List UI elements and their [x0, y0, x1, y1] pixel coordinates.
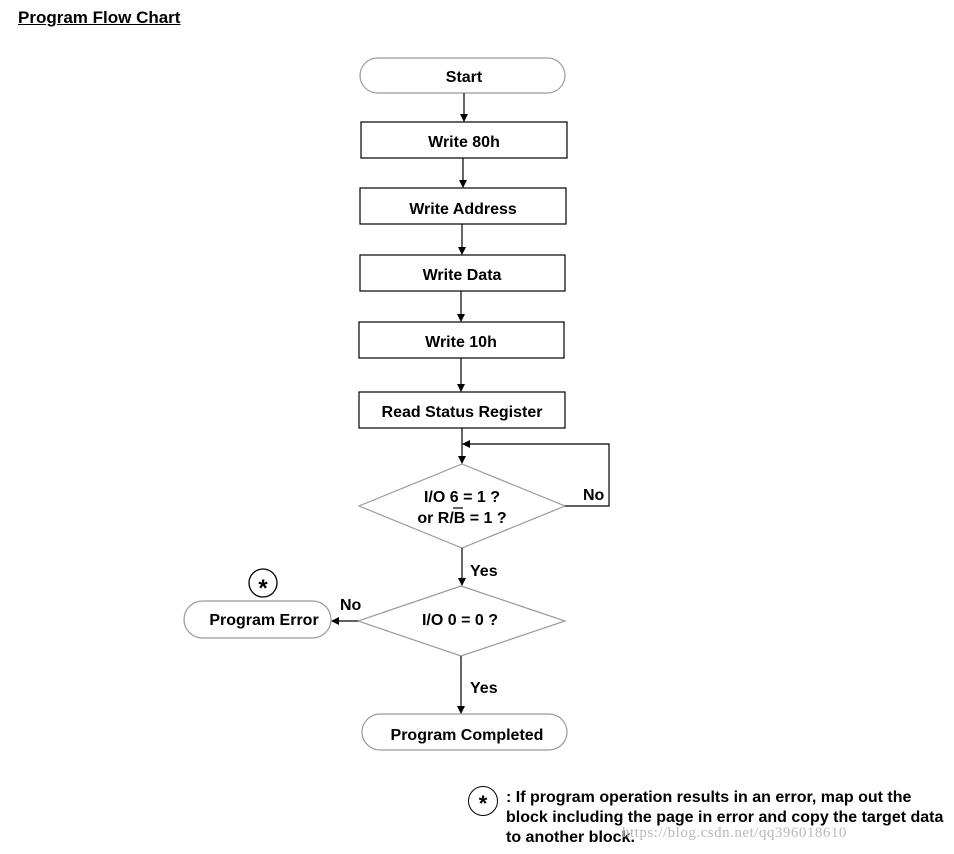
error-marker: * [248, 568, 278, 602]
pass-yes-label: Yes [470, 680, 498, 697]
arrow-ready-no-loop [462, 440, 610, 507]
write-data-label: Write Data [423, 267, 502, 284]
write-10h-label: Write 10h [425, 334, 497, 351]
footnote-text: : If program operation results in an err… [506, 789, 944, 846]
ready-decision-node: I/O 6 = 1 ? or R/B = 1 ? [357, 463, 567, 549]
write-address-label: Write Address [409, 201, 517, 218]
write-data-node: Write Data [359, 254, 566, 292]
page-title: Program Flow Chart [18, 8, 181, 27]
write-10h-node: Write 10h [358, 321, 565, 359]
write-80h-node: Write 80h [360, 121, 568, 159]
start-label: Start [446, 69, 483, 86]
program-error-label: Program Error [209, 612, 318, 629]
pass-decision-label: I/O 0 = 0 ? [422, 612, 498, 629]
read-status-node: Read Status Register [358, 391, 566, 429]
start-node: Start [359, 57, 566, 94]
pass-no-label: No [340, 597, 362, 614]
pass-decision-node: I/O 0 = 0 ? [356, 585, 567, 657]
ready-decision-line1: I/O 6 = 1 ? [424, 489, 500, 506]
watermark: https://blog.csdn.net/qq396018610 [622, 825, 847, 841]
write-address-node: Write Address [359, 187, 567, 225]
footnote-marker: * [468, 786, 498, 816]
write-80h-label: Write 80h [428, 134, 500, 151]
ready-no-label: No [583, 487, 605, 504]
ready-yes-label: Yes [470, 563, 498, 580]
program-completed-node: Program Completed [361, 713, 568, 751]
error-marker-star: * [258, 575, 268, 602]
ready-decision-line2: or R/B = 1 ? [417, 510, 506, 527]
program-error-node: Program Error [183, 600, 332, 639]
program-completed-label: Program Completed [391, 727, 544, 744]
read-status-label: Read Status Register [382, 404, 543, 421]
